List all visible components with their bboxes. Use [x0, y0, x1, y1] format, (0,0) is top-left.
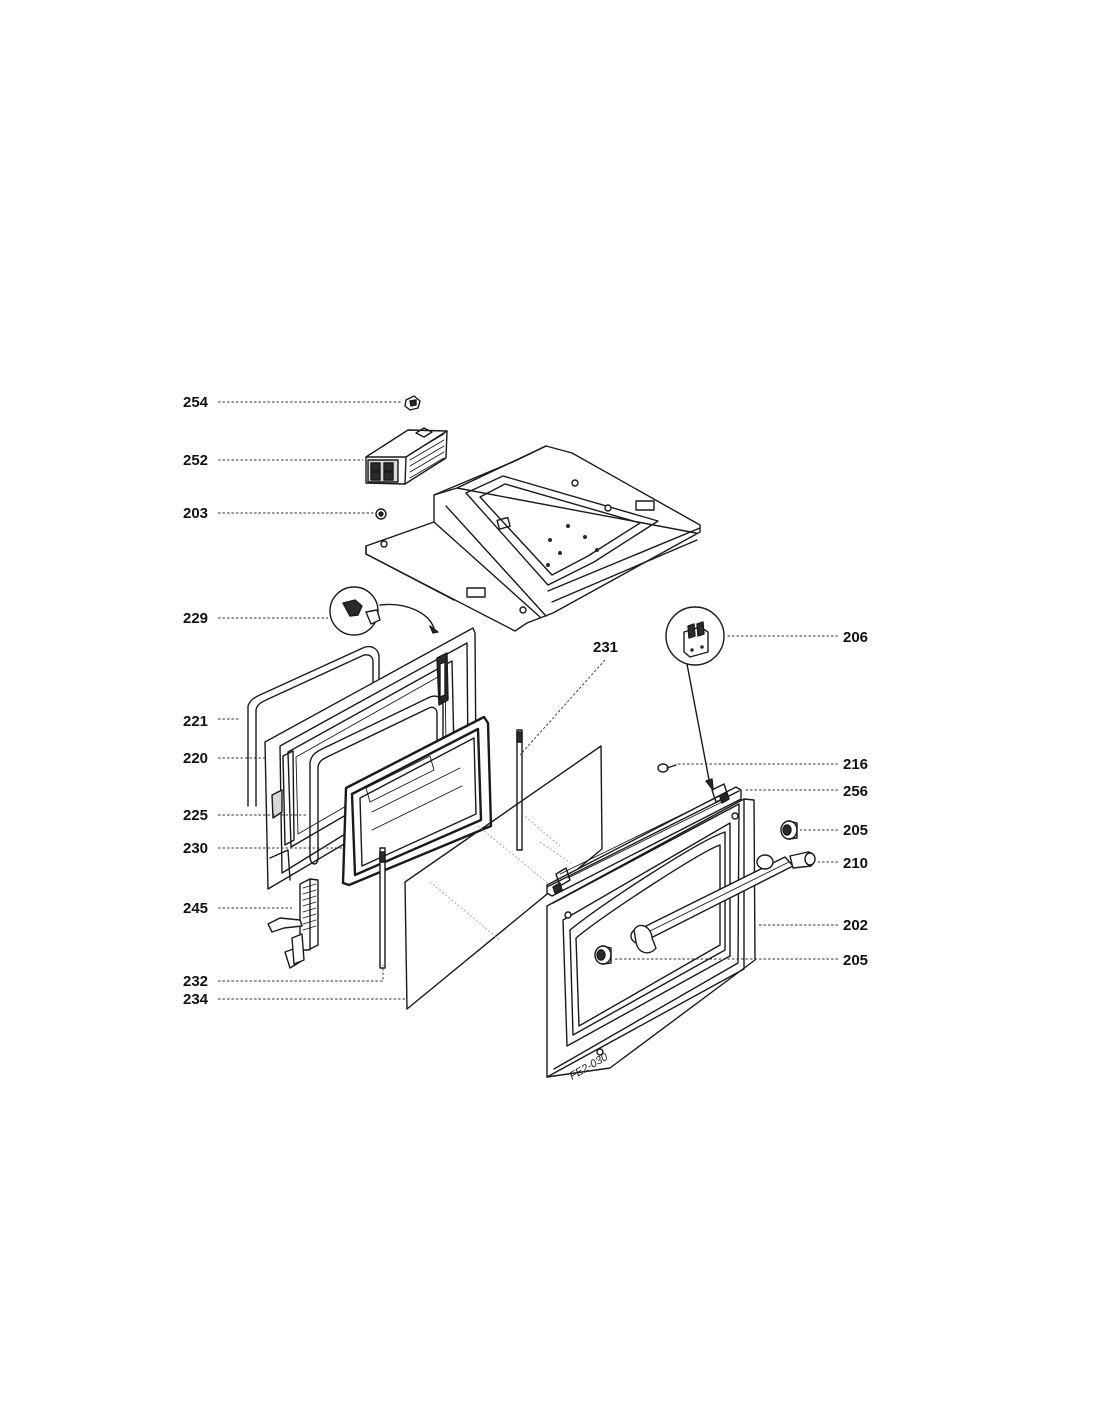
label-225: 225	[183, 807, 208, 824]
part-221-door-gasket	[247, 645, 388, 807]
part-labels: 254 252 203 229 221 220 225 230 245 232 …	[183, 394, 868, 1008]
label-245: 245	[183, 900, 208, 917]
part-203-nut	[375, 508, 387, 520]
label-205-upper: 205	[843, 822, 868, 839]
label-232: 232	[183, 973, 208, 990]
label-231: 231	[593, 639, 618, 656]
label-252: 252	[183, 452, 208, 469]
part-256-top-trim-bar	[546, 783, 742, 897]
part-245-door-hinge	[267, 878, 319, 969]
label-205-lower: 205	[843, 952, 868, 969]
part-232-glass-spacer	[379, 847, 386, 969]
label-220: 220	[183, 750, 208, 767]
part-254-clip	[404, 395, 421, 411]
part-231-glass-spacer	[516, 729, 523, 851]
part-210-door-handle	[630, 851, 816, 954]
part-206-hinge-bracket	[665, 606, 725, 791]
part-230-glass-frame	[341, 715, 493, 887]
label-216: 216	[843, 756, 868, 773]
label-256: 256	[843, 783, 868, 800]
part-229-hinge-clip	[329, 586, 439, 636]
label-254: 254	[183, 394, 209, 411]
label-206: 206	[843, 629, 868, 646]
label-202: 202	[843, 917, 868, 934]
part-216-screw	[657, 763, 677, 773]
part-225-tube-seal	[309, 695, 444, 865]
label-203: 203	[183, 505, 208, 522]
part-205-end-cap-upper	[780, 820, 798, 840]
oven-back-panel	[365, 445, 701, 632]
part-234-glass-pane	[404, 745, 603, 1010]
label-234: 234	[183, 991, 209, 1008]
leader-lines	[218, 401, 838, 1000]
part-252-fan-motor	[365, 427, 448, 485]
part-205-end-cap-lower	[594, 945, 612, 965]
label-229: 229	[183, 610, 208, 627]
label-221: 221	[183, 713, 208, 730]
label-230: 230	[183, 840, 208, 857]
label-210: 210	[843, 855, 868, 872]
